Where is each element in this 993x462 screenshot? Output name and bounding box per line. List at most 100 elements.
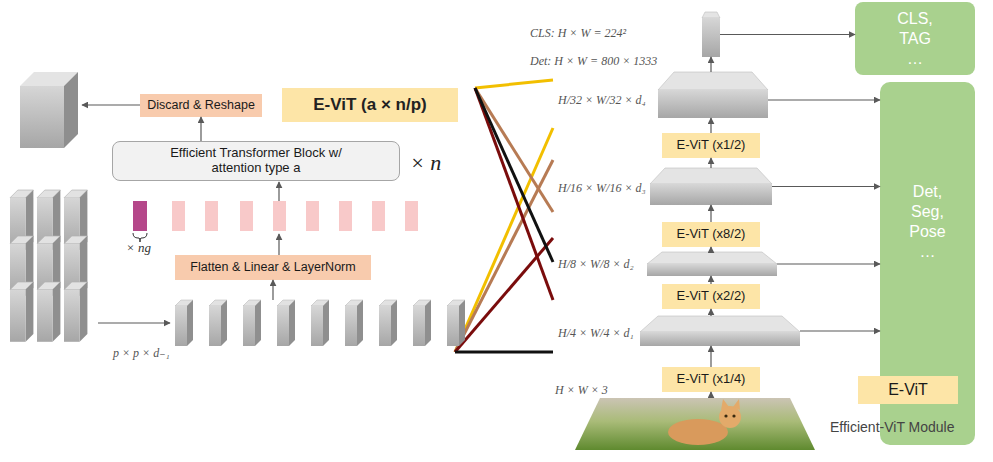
feature-slab (647, 252, 777, 276)
slab-front (640, 332, 800, 346)
slab-front (658, 90, 768, 118)
patch-token (306, 201, 319, 231)
patch (277, 300, 295, 346)
cat-body (668, 419, 728, 445)
node-label: E-ViT (x8/2) (677, 227, 746, 242)
block-face (20, 86, 64, 148)
leader-line (455, 128, 553, 352)
leader-lines (455, 80, 553, 352)
node-label: E-ViT (888, 381, 928, 399)
patch (243, 300, 261, 346)
flow-arrow (98, 322, 170, 323)
leader-line (475, 88, 553, 300)
dimension-label: Det: H × W = 800 × 1333 (530, 54, 657, 68)
dimension-label: CLS: H × W = 224² (530, 26, 626, 40)
patch-token (405, 201, 418, 231)
input-image: H × W × 3 (575, 398, 815, 450)
slab-front (647, 264, 777, 276)
dimension-label: H/32 × W/32 × d₄ (558, 93, 646, 107)
slab-front (702, 18, 720, 57)
dimension-label: p × p × d₋₁ (113, 346, 170, 360)
patch (379, 300, 397, 346)
slab-top (640, 316, 800, 332)
connector-arrow (710, 57, 711, 72)
node-label: CLS, TAG … (890, 9, 940, 69)
slab-top (658, 72, 768, 90)
connector-arrow (710, 118, 711, 133)
block-box: Efficient Transformer Block w/ attention… (112, 141, 400, 181)
patch (175, 300, 193, 346)
node-label: Det, Seg, Pose … (903, 182, 953, 262)
dimension-label: H/4 × W/4 × d₁ (558, 326, 634, 340)
slab-front (650, 184, 772, 205)
connector-arrow (710, 205, 711, 222)
token-count: × ng (126, 240, 151, 256)
feature-slab (640, 316, 800, 346)
block-face (64, 72, 78, 148)
node-label: E-ViT (x1/4) (677, 372, 746, 387)
flow-arrow (278, 182, 279, 201)
process-box: Discard & Reshape (140, 94, 262, 117)
connector-arrow (720, 34, 855, 35)
patch-token (273, 201, 286, 231)
patch-grid (10, 190, 87, 342)
patch-token (240, 201, 253, 231)
output-block (20, 72, 78, 148)
flow-arrow (278, 234, 279, 255)
node-label: E-ViT (a × n/p) (313, 95, 427, 115)
feature-map: H/4 × W/4 × d₁ (640, 316, 800, 346)
input-photo (575, 398, 815, 450)
dimension-label: H × W × 3 (555, 383, 608, 397)
leader-line (455, 351, 553, 354)
feature-map: H/8 × W/8 × d₂ (647, 252, 777, 276)
connector-arrow (710, 309, 711, 316)
patch (311, 300, 329, 346)
patch-token (205, 201, 218, 231)
node-label: Flatten & Linear & LayerNorm (190, 260, 355, 274)
node-label: E-ViT (x1/2) (677, 138, 746, 153)
leader-line (455, 238, 553, 352)
patch (209, 300, 227, 346)
cat-ear (721, 399, 729, 410)
patch-token (172, 201, 185, 231)
connector-arrow (200, 117, 201, 141)
dimension-label: H/8 × W/8 × d₂ (558, 257, 634, 271)
patch (413, 300, 431, 346)
dimension-label: H/16 × W/16 × d₃ (558, 181, 646, 195)
node-label: Efficient Transformer Block w/ attention… (166, 146, 346, 176)
photo-plane (575, 398, 815, 450)
feature-map: H/16 × W/16 × d₃ (650, 168, 772, 205)
output-feature: CLS: H × W = 224²Det: H × W = 800 × 1333 (702, 12, 720, 57)
patch (447, 300, 465, 346)
output-bar (702, 12, 720, 57)
task-box: CLS, TAG … (855, 2, 975, 75)
cat-eye (732, 414, 735, 417)
patch-row: p × p × d₋₁ (175, 300, 465, 346)
module-box: E-ViT (a × n/p) (282, 88, 458, 122)
connector-arrow (768, 99, 880, 100)
connector-arrow (710, 158, 711, 168)
stage-box: E-ViT (x1/2) (662, 133, 760, 158)
flow-arrow (82, 104, 140, 105)
slab-top (650, 168, 772, 184)
legend-caption: Efficient-ViT Module (830, 419, 955, 435)
legend-box: E-ViT (858, 376, 958, 404)
feature-map: H/32 × W/32 × d₄ (658, 72, 768, 118)
connector-arrow (800, 330, 880, 331)
node-label: Discard & Reshape (147, 98, 255, 112)
connector-arrow (777, 263, 880, 264)
stage-box: E-ViT (x8/2) (662, 222, 760, 247)
connector-arrow (772, 186, 880, 187)
slab-top (702, 12, 720, 18)
connector-arrow (710, 247, 711, 252)
class-token (133, 201, 147, 231)
stage-box: E-ViT (x1/4) (662, 367, 760, 392)
connector-arrow (710, 392, 711, 398)
stage-box: E-ViT (x2/2) (662, 284, 760, 309)
cat-ear (733, 399, 740, 410)
patch (10, 282, 33, 342)
